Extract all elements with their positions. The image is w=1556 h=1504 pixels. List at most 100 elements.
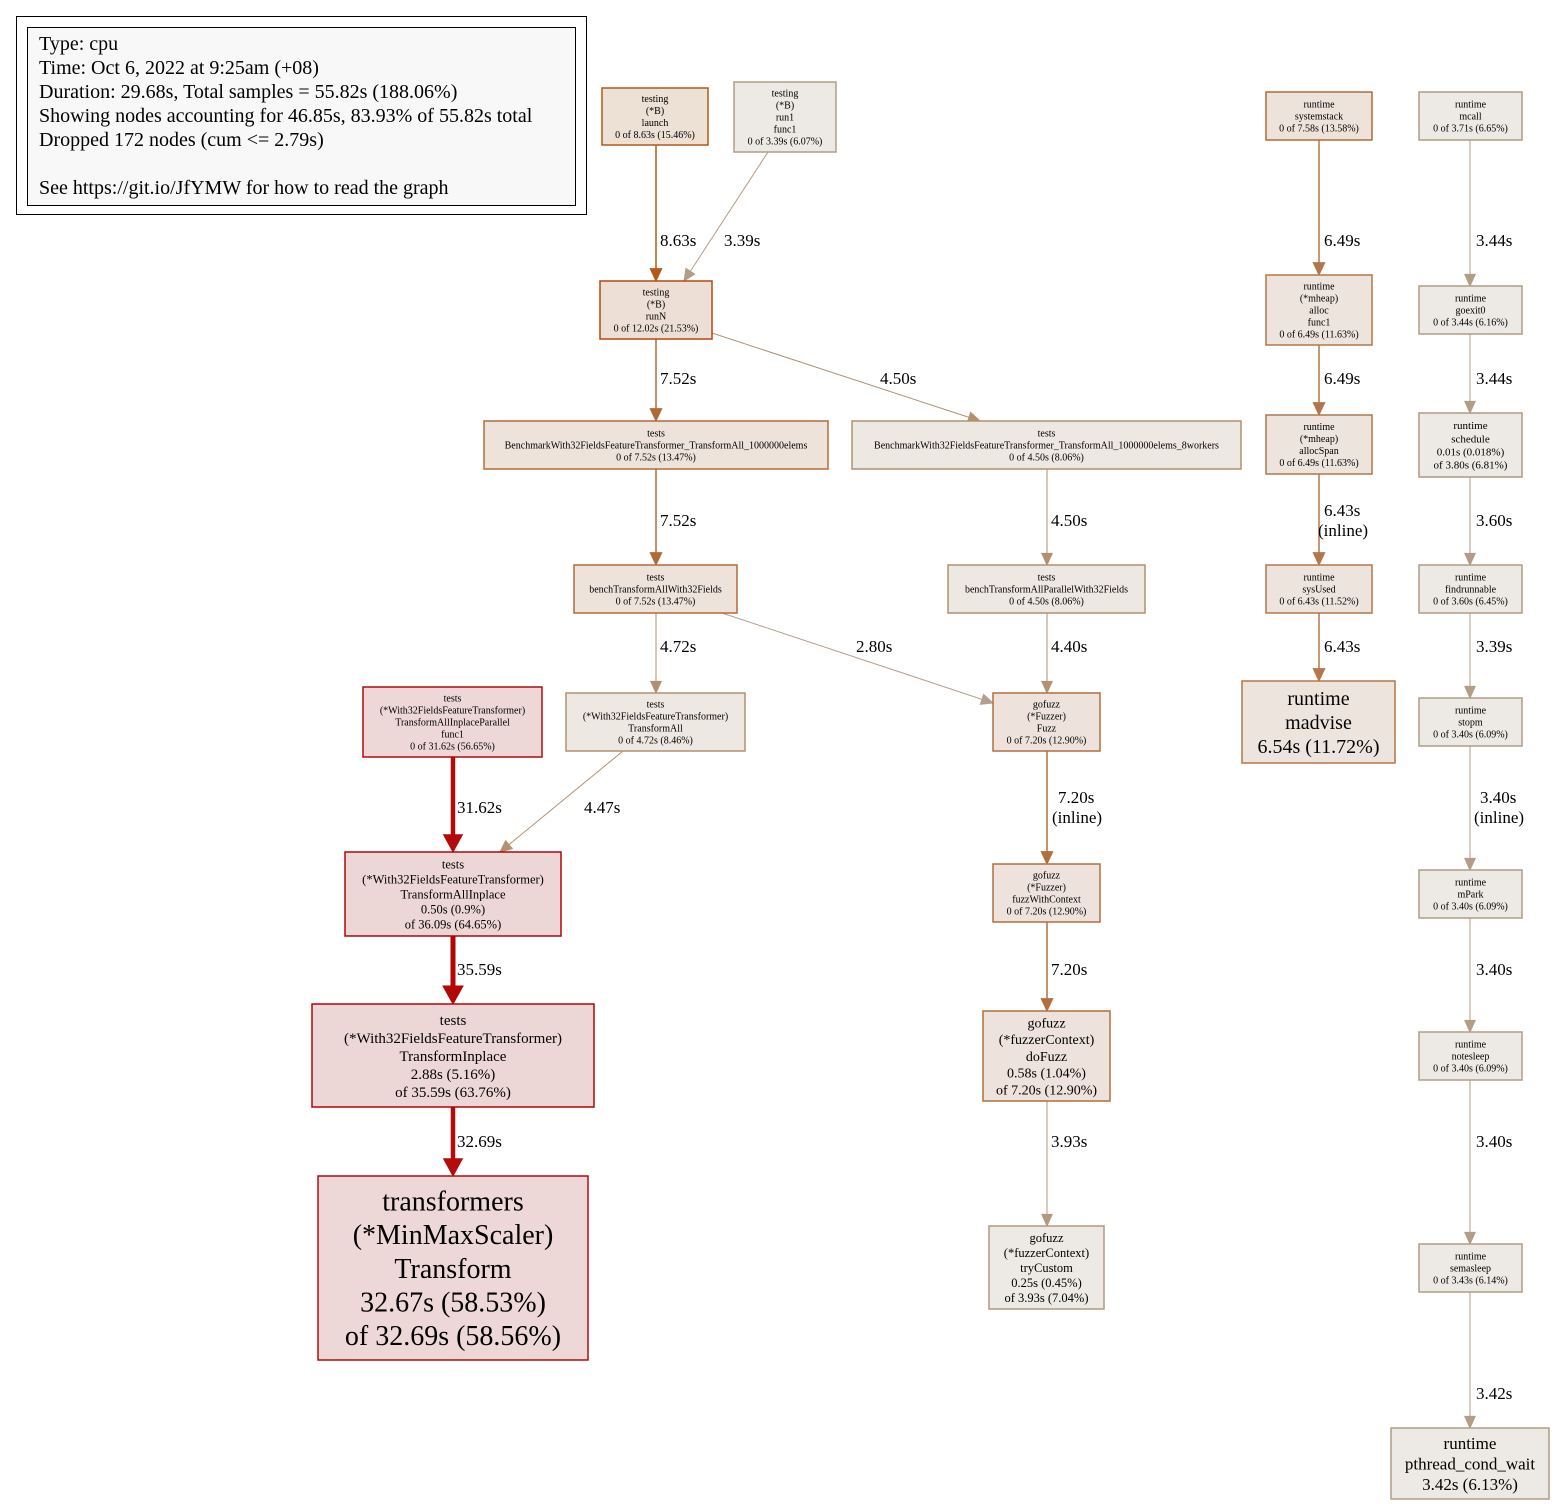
node-label-line: (*mheap) <box>1300 294 1338 305</box>
edge-label-line: 7.52s <box>660 369 696 388</box>
node-label-line: runtime <box>1453 420 1487 432</box>
node-label-line: runtime <box>1455 294 1487 305</box>
node-inplacePar[interactable]: tests(*With32FieldsFeatureTransformer)Tr… <box>362 686 543 758</box>
edge-notesleep-to-semasleep: 3.40s <box>1464 1080 1512 1246</box>
edge-label-line: 3.40s <box>1476 1132 1512 1151</box>
edge-label: 8.63s <box>660 231 696 250</box>
edge-label-line: 6.49s <box>1324 369 1360 388</box>
node-box <box>1418 697 1523 747</box>
node-label-line: testing <box>772 89 799 100</box>
node-label-line: semasleep <box>1450 1264 1491 1275</box>
edge-label: 2.80s <box>856 637 892 656</box>
edge-label-line: 3.93s <box>1051 1132 1087 1151</box>
edge-line <box>711 332 970 418</box>
node-bench8[interactable]: testsBenchmarkWith32FieldsFeatureTransfo… <box>851 420 1242 470</box>
node-inplace[interactable]: tests(*With32FieldsFeatureTransformer)Tr… <box>311 1003 595 1108</box>
node-allInplace[interactable]: tests(*With32FieldsFeatureTransformer)Tr… <box>344 851 562 937</box>
node-label-line: alloc <box>1309 306 1329 317</box>
edge-label: 3.44s <box>1476 369 1512 388</box>
edge-arrowhead <box>1312 552 1326 567</box>
node-transformAll[interactable]: tests(*With32FieldsFeatureTransformer)Tr… <box>565 692 746 752</box>
node-label-line: (*B) <box>647 300 665 311</box>
node-box <box>947 564 1146 614</box>
edge-label-line: (inline) <box>1474 808 1524 827</box>
edge-stopm-to-mPark: 3.40s(inline) <box>1464 746 1524 872</box>
edge-arrowhead <box>1464 857 1476 872</box>
edge-inplacePar-to-allInplace: 31.62s <box>442 757 502 854</box>
legend-help-link[interactable]: See https://git.io/JfYMW for how to read… <box>39 177 449 199</box>
legend-time: Time: Oct 6, 2022 at 9:25am (+08) <box>39 57 319 79</box>
edge-arrowhead <box>1041 552 1053 567</box>
edge-bench1-to-benchAll: 7.52s <box>649 469 696 567</box>
node-label-line: 0 of 6.49s (11.63%) <box>1279 330 1358 341</box>
legend-type: Type: cpu <box>39 33 119 55</box>
node-label-line: run1 <box>776 113 794 124</box>
edge-arrowhead <box>1464 1415 1476 1430</box>
node-label-line: (*mheap) <box>1300 434 1338 445</box>
edge-label: 32.69s <box>457 1132 502 1151</box>
edge-allInplace-to-inplace: 35.59s <box>442 936 502 1006</box>
edge-run1-to-runN: 3.39s <box>683 151 769 283</box>
node-box <box>733 81 837 153</box>
node-label-line: mcall <box>1459 112 1481 123</box>
node-mms[interactable]: transformers(*MinMaxScaler)Transform32.6… <box>317 1175 589 1361</box>
edge-arrowhead <box>1040 851 1054 866</box>
node-label-line: tests <box>444 694 462 705</box>
edge-systemstack-to-allocFunc1: 6.49s <box>1312 140 1360 277</box>
node-box <box>1390 1427 1550 1500</box>
edge-benchAll-to-transformAll: 4.72s <box>650 613 696 695</box>
node-label-line: runtime <box>1303 422 1335 433</box>
node-benchPar[interactable]: testsbenchTransformAllParallelWith32Fiel… <box>947 564 1146 614</box>
edge-label: 3.60s <box>1476 511 1512 530</box>
legend-duration: Duration: 29.68s, Total samples = 55.82s… <box>39 81 458 103</box>
edge-line <box>689 151 769 272</box>
edge-arrowhead <box>649 268 663 283</box>
edge-label: 7.20s(inline) <box>1052 788 1102 827</box>
edge-label-line: 6.49s <box>1324 231 1360 250</box>
node-box <box>1418 869 1523 919</box>
node-label-line: tests <box>442 857 464 871</box>
edge-label: 6.43s <box>1324 637 1360 656</box>
edge-label: 6.43s(inline) <box>1318 501 1368 540</box>
edge-label: 35.59s <box>457 960 502 979</box>
node-bench1[interactable]: testsBenchmarkWith32FieldsFeatureTransfo… <box>483 420 829 470</box>
node-label-line: (*B) <box>646 106 664 117</box>
node-label-line: of 32.69s (58.56%) <box>345 1321 561 1352</box>
node-label-line: 0 of 3.60s (6.45%) <box>1433 597 1508 608</box>
node-label-line: tests <box>647 700 665 711</box>
node-box <box>1418 1031 1523 1081</box>
edge-label-line: 7.20s <box>1058 788 1094 807</box>
node-label-line: 0 of 7.52s (13.47%) <box>616 453 696 464</box>
edge-arrowhead <box>499 839 514 853</box>
edge-label: 4.40s <box>1051 637 1087 656</box>
edge-label: 3.40s(inline) <box>1474 788 1524 827</box>
edge-arrowhead <box>1312 402 1326 417</box>
node-label-line: findrunnable <box>1445 585 1497 596</box>
node-box <box>988 1225 1105 1310</box>
edge-arrowhead <box>650 680 662 695</box>
node-label-line: 0 of 7.52s (13.47%) <box>616 597 696 608</box>
edge-arrowhead <box>979 693 995 705</box>
